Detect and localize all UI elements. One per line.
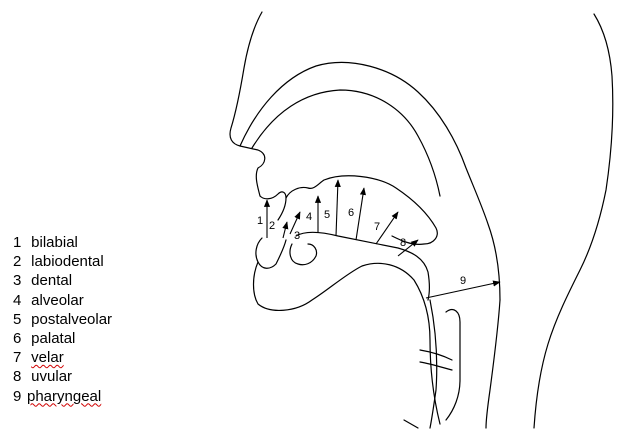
label-6: 6 xyxy=(348,207,354,219)
legend-label: alveolar xyxy=(31,291,84,309)
legend-item: 2 labiodental xyxy=(13,252,112,271)
legend-item: 3 dental xyxy=(13,271,112,290)
legend-item: 7 velar xyxy=(13,348,112,367)
legend-number: 6 xyxy=(13,330,22,348)
places-of-articulation-legend: 1 bilabial 2 labiodental 3 dental 4 alve… xyxy=(13,233,112,406)
legend-number: 9 xyxy=(13,387,22,405)
arrow-dental xyxy=(289,211,301,235)
label-3: 3 xyxy=(294,230,300,242)
legend-label: velar xyxy=(31,349,64,367)
arrow-labiodental xyxy=(282,221,289,239)
larynx xyxy=(403,349,453,429)
legend-number: 4 xyxy=(13,291,22,309)
legend-number: 3 xyxy=(13,272,22,290)
epiglottis xyxy=(445,309,461,421)
trachea-line xyxy=(429,299,438,429)
legend-label: pharyngeal xyxy=(27,387,102,405)
legend-item: 9 pharyngeal xyxy=(13,387,112,406)
lower-lip xyxy=(255,237,287,269)
label-1: 1 xyxy=(257,215,263,227)
legend-item: 8 uvular xyxy=(13,367,112,386)
legend-label: bilabial xyxy=(31,234,78,251)
label-5: 5 xyxy=(324,209,330,221)
legend-label: labiodental xyxy=(31,253,104,271)
alveolar-ridge xyxy=(285,175,438,245)
upper-teeth xyxy=(259,191,287,221)
legend-number: 7 xyxy=(13,349,22,367)
arrow-palatal xyxy=(355,187,366,241)
lower-teeth xyxy=(289,243,318,266)
label-9: 9 xyxy=(460,275,466,287)
back-of-head xyxy=(533,13,614,429)
legend-label: uvular xyxy=(31,368,73,386)
arrow-postalveolar xyxy=(334,179,341,237)
legend-label: palatal xyxy=(31,330,76,348)
legend-number: 1 xyxy=(13,234,22,251)
palate-inner-contour xyxy=(251,89,441,197)
arrow-pharyngeal xyxy=(425,280,501,299)
legend-number: 8 xyxy=(13,368,22,386)
legend-label: postalveolar xyxy=(31,310,113,328)
arrow-velar xyxy=(375,211,399,245)
label-2: 2 xyxy=(269,220,275,232)
label-7: 7 xyxy=(374,221,380,233)
palate-upper-contour xyxy=(239,61,501,301)
legend-number: 5 xyxy=(13,310,22,328)
legend-item: 6 palatal xyxy=(13,329,112,348)
face-profile xyxy=(229,11,266,197)
label-8: 8 xyxy=(400,237,406,249)
legend-item: 1 bilabial xyxy=(13,233,112,252)
tongue-surface xyxy=(295,231,431,301)
pharynx-wall xyxy=(485,299,501,429)
legend-item: 5 postalveolar xyxy=(13,310,112,329)
chin-jaw xyxy=(252,261,441,425)
arrow-uvular xyxy=(397,239,419,257)
legend-item: 4 alveolar xyxy=(13,291,112,310)
label-4: 4 xyxy=(306,211,312,223)
legend-label: dental xyxy=(31,272,73,290)
legend-number: 2 xyxy=(13,253,22,271)
